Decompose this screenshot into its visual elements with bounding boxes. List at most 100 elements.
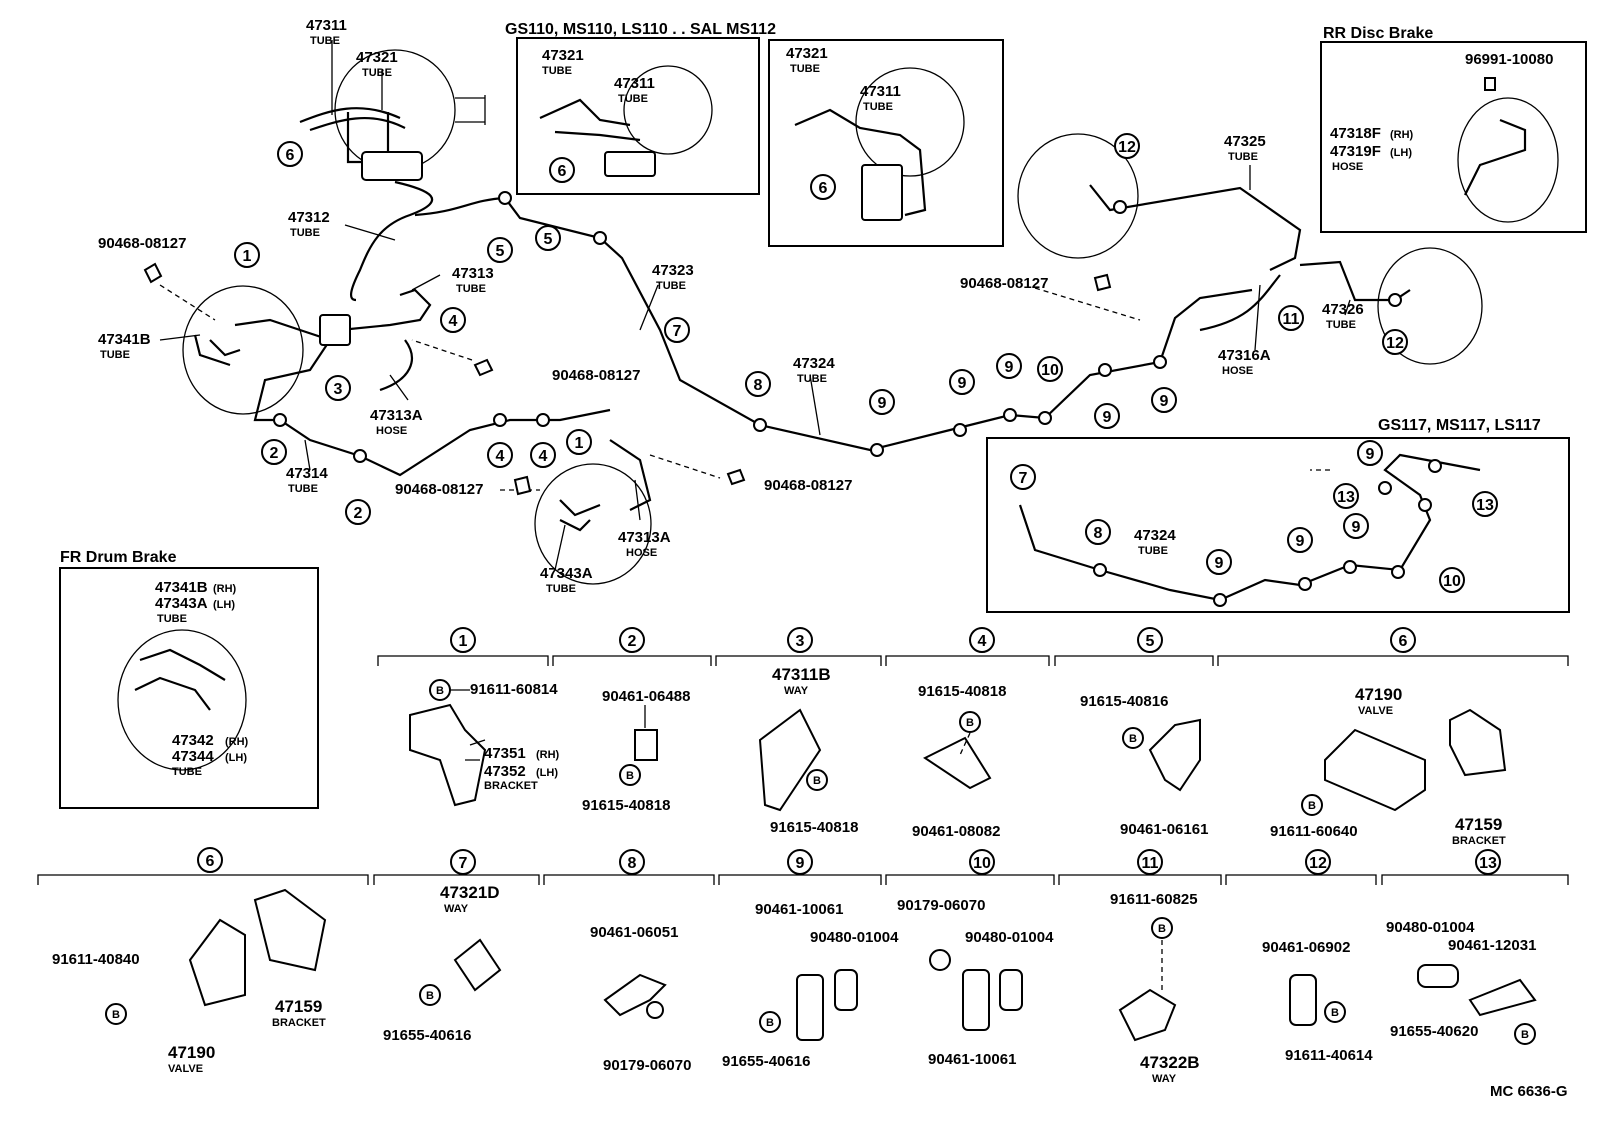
hose-47313A-front [609, 439, 652, 511]
bolt-b-6a-letter: B [1308, 800, 1316, 812]
d4-90461-08082: 90461-08082 [912, 823, 1000, 840]
bolt-b-3 [806, 769, 828, 791]
rr-lh: (LH) [1390, 147, 1412, 159]
fr-47341B: 47341B [155, 579, 208, 596]
label-47314: 47314 [286, 465, 328, 482]
detail-11: B 91611-60825 47322B WAY [1110, 891, 1200, 1085]
callout-number: 12 [1386, 335, 1404, 352]
callout-1: 1 [566, 429, 592, 455]
gs110-b-47311-type: TUBE [863, 101, 893, 113]
callout-number: 5 [496, 243, 505, 260]
callout-9: 9 [1151, 387, 1177, 413]
way-47311B-shape [758, 708, 822, 812]
d9-91655-40616: 91655-40616 [722, 1053, 810, 1070]
callout-3: 3 [787, 627, 813, 653]
d1-47351: 47351 [484, 745, 526, 762]
bolt-b-5-letter: B [1129, 733, 1137, 745]
callout-number: 6 [558, 163, 567, 180]
label-47323: 47323 [652, 262, 694, 279]
d5-90461-06161: 90461-06161 [1120, 821, 1208, 838]
tube-47313 [339, 288, 432, 332]
d9-90480-01004: 90480-01004 [810, 929, 899, 946]
detail-7: B 47321D WAY 91655-40616 [383, 883, 502, 1044]
label-47341B-type: TUBE [100, 349, 130, 361]
callout-number: 5 [1146, 633, 1155, 650]
d7-way: WAY [444, 903, 469, 915]
callout-4: 4 [969, 627, 995, 653]
label-clip-2: 90468-08127 [552, 367, 640, 384]
bolt-b-6a [1301, 794, 1323, 816]
bolt-b-6b [105, 1003, 127, 1025]
rr-disc-hose [1464, 118, 1527, 196]
callout-9: 9 [996, 353, 1022, 379]
fr-rh: (RH) [213, 583, 237, 595]
callout-5: 5 [487, 237, 513, 263]
callout-number: 9 [958, 375, 967, 392]
gs117-47324: 47324 [1134, 527, 1176, 544]
label-47323-type: TUBE [656, 280, 686, 292]
rr-hose-type: HOSE [1332, 161, 1363, 173]
bracket-47351-shape [409, 703, 487, 807]
d6b-valve: VALVE [168, 1063, 203, 1075]
callout-number: 10 [1443, 573, 1461, 590]
rr-47319F: 47319F [1330, 143, 1381, 160]
label-47326-type: TUBE [1326, 319, 1356, 331]
callout-9: 9 [1357, 440, 1383, 466]
valve-47190-b-shape [188, 918, 246, 1007]
callout-number: 4 [449, 313, 458, 330]
d1-lh: (LH) [536, 767, 558, 779]
label-47324: 47324 [793, 355, 835, 372]
callout-13: 13 [1333, 483, 1359, 509]
callout-number: 2 [628, 633, 637, 650]
inset-b-tubes [794, 108, 927, 217]
bolt-b-7 [419, 984, 441, 1006]
d1-rh: (RH) [536, 749, 560, 761]
clamp-90461-06902 [1289, 974, 1317, 1026]
fr-drum-inset-drum [117, 629, 247, 771]
callout-number: 9 [878, 395, 887, 412]
d2-90461-06488: 90461-06488 [602, 688, 690, 705]
valve-47190-shape [1324, 728, 1426, 812]
label-47313-type: TUBE [456, 283, 486, 295]
rr-disc-rotor [1457, 97, 1559, 223]
d6a-47159: 47159 [1455, 815, 1502, 834]
d5-91615-40816: 91615-40816 [1080, 693, 1168, 710]
callout-7: 7 [450, 849, 476, 875]
clip-icons [143, 262, 1112, 496]
fr-47342: 47342 [172, 732, 214, 749]
fr-drum-inset-box [59, 567, 319, 809]
detail-3: B 47311B WAY 91615-40818 [758, 665, 858, 836]
label-47312: 47312 [288, 209, 330, 226]
tube-47311 [299, 107, 406, 132]
callout-number: 1 [459, 633, 468, 650]
callout-number: 9 [1215, 555, 1224, 572]
gs110-b-47321: 47321 [786, 45, 828, 62]
gs110-inset-box-a [516, 37, 760, 195]
label-47314-type: TUBE [288, 483, 318, 495]
inset-a-valve [604, 151, 656, 177]
label-47311: 47311 [306, 17, 347, 34]
callout-number: 7 [1019, 470, 1028, 487]
header-rr-disc: RR Disc Brake [1323, 25, 1433, 42]
detail-1: B 91611-60814 47351 (RH) 47352 (LH) BRAC… [409, 679, 560, 807]
hose-47316A [1199, 274, 1281, 332]
way-47322B-shape [1118, 988, 1177, 1042]
callout-number: 10 [973, 855, 991, 872]
d6b-91611-40840: 91611-40840 [52, 951, 140, 968]
rr-47318F: 47318F [1330, 125, 1381, 142]
d6a-47190: 47190 [1355, 685, 1402, 704]
callout-number: 9 [1352, 519, 1361, 536]
d3-91615-40818: 91615-40818 [770, 819, 858, 836]
d8-90461-06051: 90461-06051 [590, 924, 678, 941]
bolt-b-11-letter: B [1158, 923, 1166, 935]
clamp-90461-06051 [603, 973, 667, 1017]
hose-47313A [379, 339, 413, 392]
callout-10: 10 [1037, 356, 1063, 382]
label-47313A-front: 47313A [618, 529, 671, 546]
callout-1: 1 [450, 627, 476, 653]
d7-47321D: 47321D [440, 883, 500, 902]
callout-number: 13 [1476, 497, 1494, 514]
bolt-b-4-letter: B [966, 717, 974, 729]
